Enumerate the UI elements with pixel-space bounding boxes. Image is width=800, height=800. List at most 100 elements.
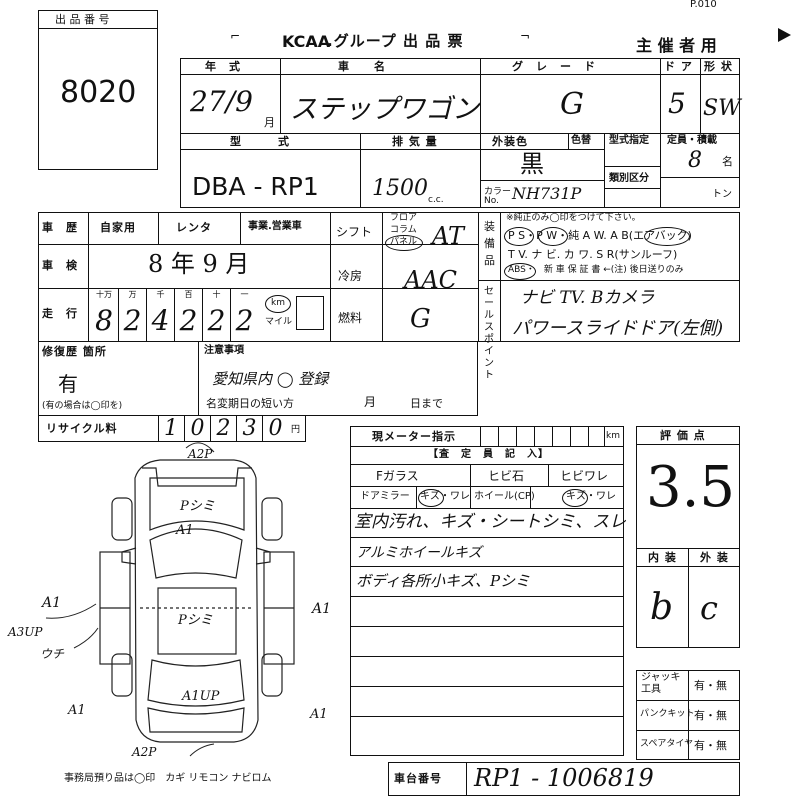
exterior-color-label: 外装色 (492, 135, 528, 148)
wheel-scratch-circle-icon (562, 489, 588, 507)
mileage-digit-label: 十 (212, 290, 221, 299)
color-no-label: カラー No. (484, 187, 512, 206)
form-title: .グループ 出 品 票 (327, 32, 464, 50)
equipment-line-1: P S・P W・純 A W. A B(エアバック) (508, 229, 692, 242)
diagram-mark-10: A1 (68, 703, 86, 718)
crack-label: ヒビワレ (560, 469, 609, 483)
recycle-digit: 2 (210, 416, 236, 442)
fuel-value: G (410, 304, 431, 334)
year-value: 27/9 (190, 85, 253, 118)
page-code: P.010 (690, 0, 717, 10)
puncture-kit-label: パンクキット (640, 709, 695, 719)
mileage-digit: 2 (235, 304, 254, 337)
inspection-value: 8 年 9 月 (148, 250, 250, 278)
equipment-line-3: ABS・ 新 車 保 証 書 ←(注) 後日送りのみ (508, 265, 684, 275)
sales-point-2: パワースライドドア(左側) (512, 318, 724, 339)
corner-mark-left: ⌐ (230, 29, 241, 43)
recycle-digit: 0 (184, 416, 210, 442)
chassis-label: 車台番号 (394, 772, 442, 785)
mileage-digit-label: 十万 (96, 290, 112, 299)
chip-label: ヒビ石 (488, 469, 525, 483)
chassis-table (388, 762, 740, 796)
yen-label: 円 (291, 425, 301, 435)
organizer-label: 主 催 者 用 (636, 36, 717, 55)
history-table (38, 212, 740, 342)
mirror-right (255, 547, 271, 565)
office-note: 事務局預り品は◯印 カギ リモコン ナビロム (64, 773, 272, 784)
car-trunk (147, 707, 245, 733)
jack-label: ジャッキ工具 (641, 672, 681, 695)
mirror-label: ドアミラー (360, 491, 410, 502)
diagram-mark-5: A1 (312, 601, 332, 617)
sales-point-1: ナビ TV. Bカメラ (520, 288, 655, 308)
wheel-front-left (111, 497, 133, 541)
shift-value: AT (432, 222, 465, 250)
color-no-value: NH731P (512, 184, 582, 203)
repair-history-label: 修復歴 箇所 (42, 345, 107, 358)
exterior-value: c (700, 589, 718, 627)
equipment-label: 装備品 (484, 220, 495, 267)
shape-label: 形 状 (704, 60, 733, 73)
lot-number: 8020 (60, 75, 137, 110)
capacity-label: 定員・積載 (667, 135, 717, 146)
arrow-right-icon (778, 28, 791, 42)
recycle-digit: 3 (236, 416, 262, 442)
inspector-label: 【査 定 員 記 入】 (428, 449, 549, 460)
fglass-label: Fガラス (376, 469, 419, 483)
mileage-digit: 2 (179, 304, 198, 337)
jack-option: 有・無 (694, 679, 727, 692)
car-name-label: 車 名 (338, 60, 386, 73)
repair-table (38, 342, 478, 416)
year-label: 年 式 (205, 60, 241, 73)
inspection-note-3: ボディ各所小キズ、Pシミ (356, 572, 531, 590)
inspection-label: 車 検 (42, 259, 78, 272)
car-name-value: ステップワゴン (290, 94, 479, 125)
meter-km-label: km (606, 431, 620, 441)
mileage-digit: 8 (95, 304, 113, 337)
month-unit: 月 (264, 116, 275, 129)
displacement-value: 1500 (372, 176, 428, 201)
grade-value: G (560, 87, 584, 122)
model-type-value: DBA - RP1 (192, 172, 319, 201)
mileage-digit-cell: 十万 8 (90, 288, 118, 342)
recycle-digit: 0 (262, 416, 288, 442)
score-value: 3.5 (646, 455, 736, 520)
inspection-note-1: 室内汚れ、キズ・シートシミ、スレ (354, 512, 627, 532)
spare-option: 有・無 (694, 739, 727, 752)
interior-value: b (650, 587, 674, 628)
model-type-label: 型 式 (230, 135, 290, 148)
left-side-panel (99, 551, 131, 665)
right-side-panel (263, 551, 295, 665)
color-value: 黒 (520, 150, 544, 178)
diagram-mark-1: A2P (188, 447, 213, 461)
equipment-line-2: T V. ナ ビ. カ ワ. S R(サンルーフ) (508, 248, 678, 261)
car-front-bumper (142, 467, 252, 487)
mileage-digit-label: 千 (156, 290, 165, 299)
recycle-table (38, 416, 306, 442)
panel-circle-icon (385, 235, 423, 251)
diagram-mark-12: A2P (132, 745, 157, 759)
ab-circle-icon (644, 227, 690, 246)
km-circle-icon (265, 295, 291, 313)
wheel-label: ホイール(CP) (474, 491, 535, 502)
corner-mark-right: ¬ (520, 29, 531, 43)
wheel-value: キズ・ワレ (566, 491, 616, 502)
wheel-rear-left (111, 653, 133, 697)
rental-label: レンタ (176, 221, 212, 234)
business-label: 事業.営業車 (248, 221, 302, 232)
diagram-mark-7: ウチ (40, 647, 65, 661)
interior-label: 内 装 (648, 551, 677, 564)
notice-value: 愛知県内 ◯ 登録 (212, 370, 329, 388)
km-mile-box (296, 296, 324, 330)
notice-label: 注意事項 (204, 345, 244, 356)
mileage-digit-label: 万 (128, 290, 137, 299)
doors-label: ド ア (664, 60, 693, 73)
recycle-label: リサイクル料 (46, 422, 118, 435)
ac-label: 冷房 (338, 269, 363, 283)
diagram-mark-6: A3UP (8, 625, 43, 639)
exterior-label: 外 装 (700, 551, 729, 564)
tons-unit: トン (712, 189, 732, 200)
